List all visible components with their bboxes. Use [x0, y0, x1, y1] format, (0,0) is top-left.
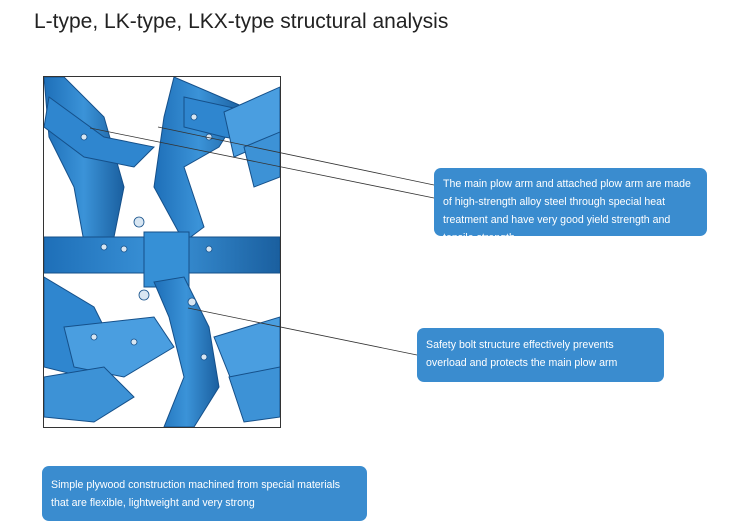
callout-safety-bolt: Safety bolt structure effectively preven…	[417, 328, 664, 382]
plow-photo	[43, 76, 281, 428]
callout-plywood: Simple plywood construction machined fro…	[42, 466, 367, 521]
plow-illustration	[44, 77, 280, 427]
callout-plow-arm: The main plow arm and attached plow arm …	[434, 168, 707, 244]
page-title: L-type, LK-type, LKX-type structural ana…	[34, 10, 449, 33]
